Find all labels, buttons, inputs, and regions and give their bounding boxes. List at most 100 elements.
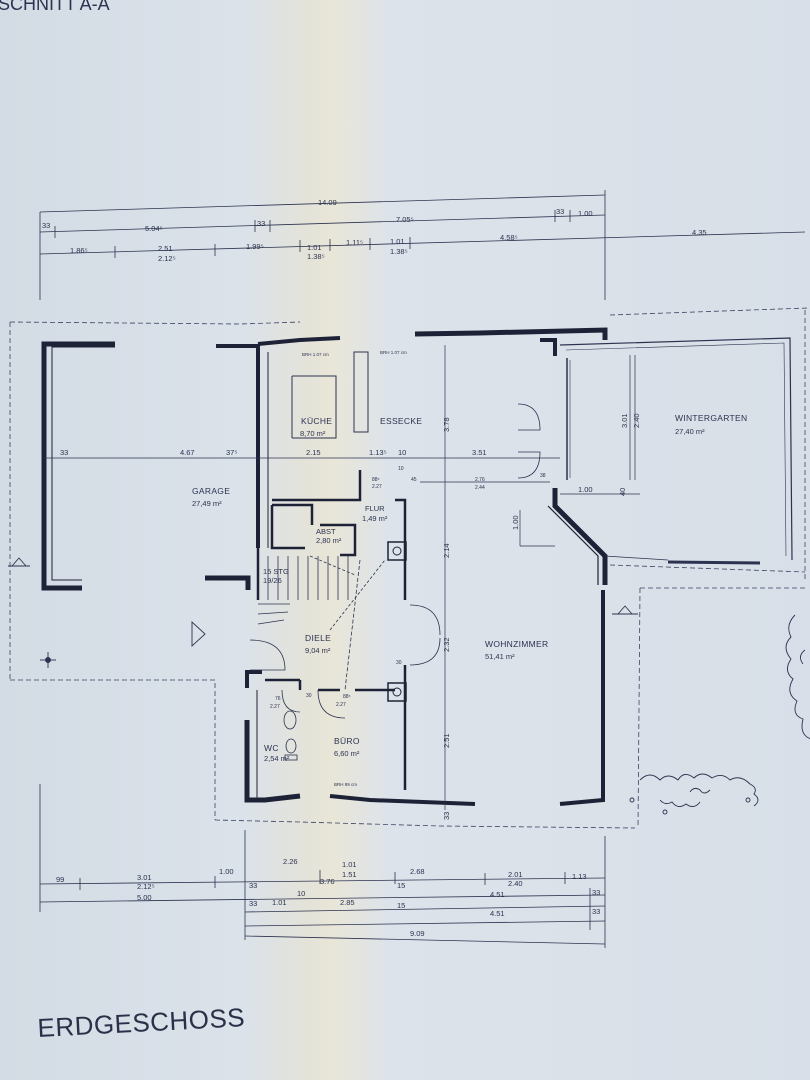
dim-small: 76 xyxy=(275,696,281,702)
room-name-kueche: KÜCHE xyxy=(301,416,332,426)
dim-bottom-row1-sub: 2.40 xyxy=(508,879,523,888)
window-note-kueche: BRH 1.07 cm xyxy=(302,352,329,357)
room-name-flur: FLUR xyxy=(365,504,385,513)
bottom-dimension-labels: 99 3.01 1.00 2.26 1.01 2.68 2.01 1.13 2.… xyxy=(56,857,600,938)
dim-bottom-row2: 4.51 xyxy=(490,890,505,899)
dim-bottom-row1: 2.01 xyxy=(508,870,523,879)
dim-small: 2.27 xyxy=(372,484,382,490)
stair-treads xyxy=(257,555,386,691)
top-dimension-labels: 14.09 33 5.04⁵ 33 7.05⁵ 33 1.00 1.86⁵ 2.… xyxy=(42,198,707,263)
room-name-wohnzimmer: WOHNZIMMER xyxy=(485,639,548,649)
dim-bottom-row2: 3.76 xyxy=(320,877,335,886)
dim-top-row2: 4.35 xyxy=(692,228,707,237)
dim-top-row1: 1.00 xyxy=(578,209,593,218)
dim-bottom-row3: 15 xyxy=(397,901,405,910)
dim-interior: 4.67 xyxy=(180,448,195,457)
room-detail-stg: 19/26 xyxy=(263,576,282,585)
dim-small: 2.27 xyxy=(270,704,280,710)
dim-vertical: 2.14 xyxy=(442,543,451,558)
room-area-flur: 1,49 m² xyxy=(362,514,388,523)
dim-winter: 1.00 xyxy=(511,515,520,530)
dim-small: 2.27 xyxy=(336,702,346,708)
wintergarden-structure xyxy=(559,337,793,565)
window-notes: BRH 1.07 cm BRH 1.07 cm BRH 89 cm xyxy=(302,350,407,787)
dashed-outline xyxy=(9,307,809,829)
room-name-buero: BÜRO xyxy=(334,736,360,746)
dim-interior: 10 xyxy=(398,448,406,457)
dim-bottom-row1: 2.26 xyxy=(283,857,298,866)
dim-small: 88⁵ xyxy=(372,477,380,483)
room-name-stg: 15 STG xyxy=(263,567,289,576)
section-heading: SCHNITT A-A xyxy=(0,0,110,14)
dim-vertical: 2.51 xyxy=(442,733,451,748)
dim-bottom-row2: 15 xyxy=(397,881,405,890)
dim-bottom-row2: 33 xyxy=(592,888,600,897)
room-area-buero: 6,60 m² xyxy=(334,749,360,758)
dim-bottom-row1: 1.00 xyxy=(219,867,234,876)
room-area-wintergarten: 27,40 m² xyxy=(675,427,705,436)
dim-small: 88⁵ xyxy=(343,694,351,700)
chimney xyxy=(387,541,407,702)
dim-top-row2: 2.51 xyxy=(158,244,173,253)
dim-bottom-row1: 99 xyxy=(56,875,64,884)
landscape-bushes xyxy=(629,614,810,815)
dim-vertical: 2.32 xyxy=(442,637,451,652)
interior-walls xyxy=(256,470,407,790)
wc-fixtures xyxy=(283,710,298,761)
dim-bottom-row3: 10 xyxy=(297,889,305,898)
dim-bottom-row1: 3.01 xyxy=(137,873,152,882)
dim-vertical: 33 xyxy=(442,812,451,820)
room-labels: KÜCHE 8,70 m² ESSECKE GARAGE 27,49 m² WI… xyxy=(192,413,747,763)
dim-top-row2: 1.86⁵ xyxy=(70,246,88,255)
dim-interior: 1.13⁵ xyxy=(369,448,387,457)
dim-top-row2-sub: 1.38⁵ xyxy=(390,247,408,256)
dim-winter: 3.01 xyxy=(620,413,629,428)
dim-overall-top: 14.09 xyxy=(318,198,337,207)
room-area-wc: 2,54 m² xyxy=(264,754,290,763)
dim-winter: 40 xyxy=(618,488,627,496)
room-area-abst: 2,80 m² xyxy=(316,536,342,545)
dim-winter: 1.00 xyxy=(578,485,593,494)
room-area-kueche: 8,70 m² xyxy=(300,429,326,438)
dim-bottom-row1-sub: 2.12⁵ xyxy=(137,882,155,891)
dim-bottom-row3: 33 xyxy=(249,899,257,908)
room-area-wohnzimmer: 51,41 m² xyxy=(485,652,515,661)
dim-interior: 37⁵ xyxy=(226,448,237,457)
dim-small: 2.44 xyxy=(475,485,485,491)
dim-top-row1: 33 xyxy=(42,221,50,230)
dim-small: 45 xyxy=(411,477,417,483)
dim-vertical: 3.78 xyxy=(442,417,451,432)
dim-top-row1: 5.04⁵ xyxy=(145,224,163,233)
room-name-garage: GARAGE xyxy=(192,486,230,496)
dim-small: 30 xyxy=(396,660,402,666)
dim-bottom-row1: 1.01 xyxy=(342,860,357,869)
section-markers xyxy=(8,557,638,668)
dim-interior: 3.51 xyxy=(472,448,487,457)
dim-bottom-row3: 4.51 xyxy=(490,909,505,918)
dim-small: 2.76 xyxy=(475,477,485,483)
dim-bottom-row3: 2.85 xyxy=(340,898,355,907)
dim-top-row2: 1.01 xyxy=(307,243,322,252)
room-name-abst: ABST xyxy=(316,527,336,536)
dim-top-row1: 33 xyxy=(257,219,265,228)
dim-bottom-row3: 33 xyxy=(592,907,600,916)
top-dimension-lines xyxy=(39,190,806,300)
dim-top-row1: 7.05⁵ xyxy=(396,215,414,224)
dim-winter: 2.40 xyxy=(632,413,641,428)
bottom-dimension-lines xyxy=(39,784,606,948)
room-name-wintergarten: WINTERGARTEN xyxy=(675,413,747,423)
dim-interior: 33 xyxy=(60,448,68,457)
dim-overall-bottom: 9.09 xyxy=(410,929,425,938)
room-area-diele: 9,04 m² xyxy=(305,646,331,655)
dim-top-row2: 1.11⁵ xyxy=(346,238,363,247)
room-name-essecke: ESSECKE xyxy=(380,416,422,426)
dim-bottom-row1-sub: 1.51 xyxy=(342,870,357,879)
dim-bottom-row1: 2.68 xyxy=(410,867,425,876)
window-note-essecke: BRH 1.07 cm xyxy=(380,350,407,355)
dim-top-row2: 4.58⁵ xyxy=(500,233,518,242)
floor-title: ERDGESCHOSS xyxy=(37,1002,246,1043)
dim-top-row2-sub: 2.12⁵ xyxy=(158,254,176,263)
dim-bottom-row2: 33 xyxy=(249,881,257,890)
